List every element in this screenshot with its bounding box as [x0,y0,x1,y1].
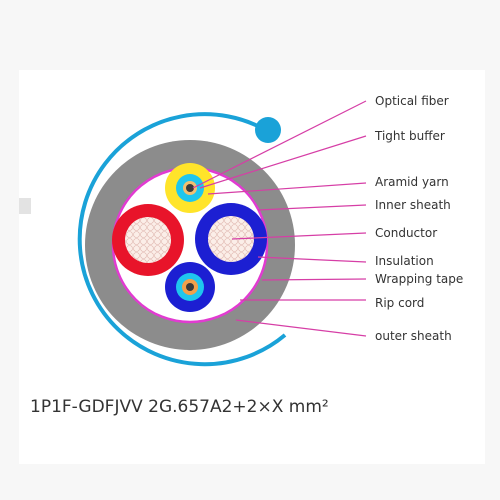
label-optical-fiber: Optical fiber [375,94,449,108]
optical-fiber-lower [165,262,215,312]
label-conductor: Conductor [375,226,437,240]
optical-fiber-unit [165,163,215,213]
label-insulation: Insulation [375,254,434,268]
label-aramid-yarn: Aramid yarn [375,175,449,189]
conductor-blue [195,203,267,275]
rip-cord-marker [255,117,281,143]
label-outer-sheath: outer sheath [375,329,452,343]
label-rip-cord: Rip cord [375,296,424,310]
label-inner-sheath: Inner sheath [375,198,451,212]
outer-ring-arc [77,112,287,367]
leader-lines [192,100,367,337]
model-caption: 1P1F-GDFJVV 2G.657A2+2×X mm² [30,397,329,417]
label-wrapping-tape: Wrapping tape [375,272,463,286]
label-tight-buffer: Tight buffer [374,129,445,143]
conductor-red [112,204,184,276]
side-tab [19,198,31,214]
